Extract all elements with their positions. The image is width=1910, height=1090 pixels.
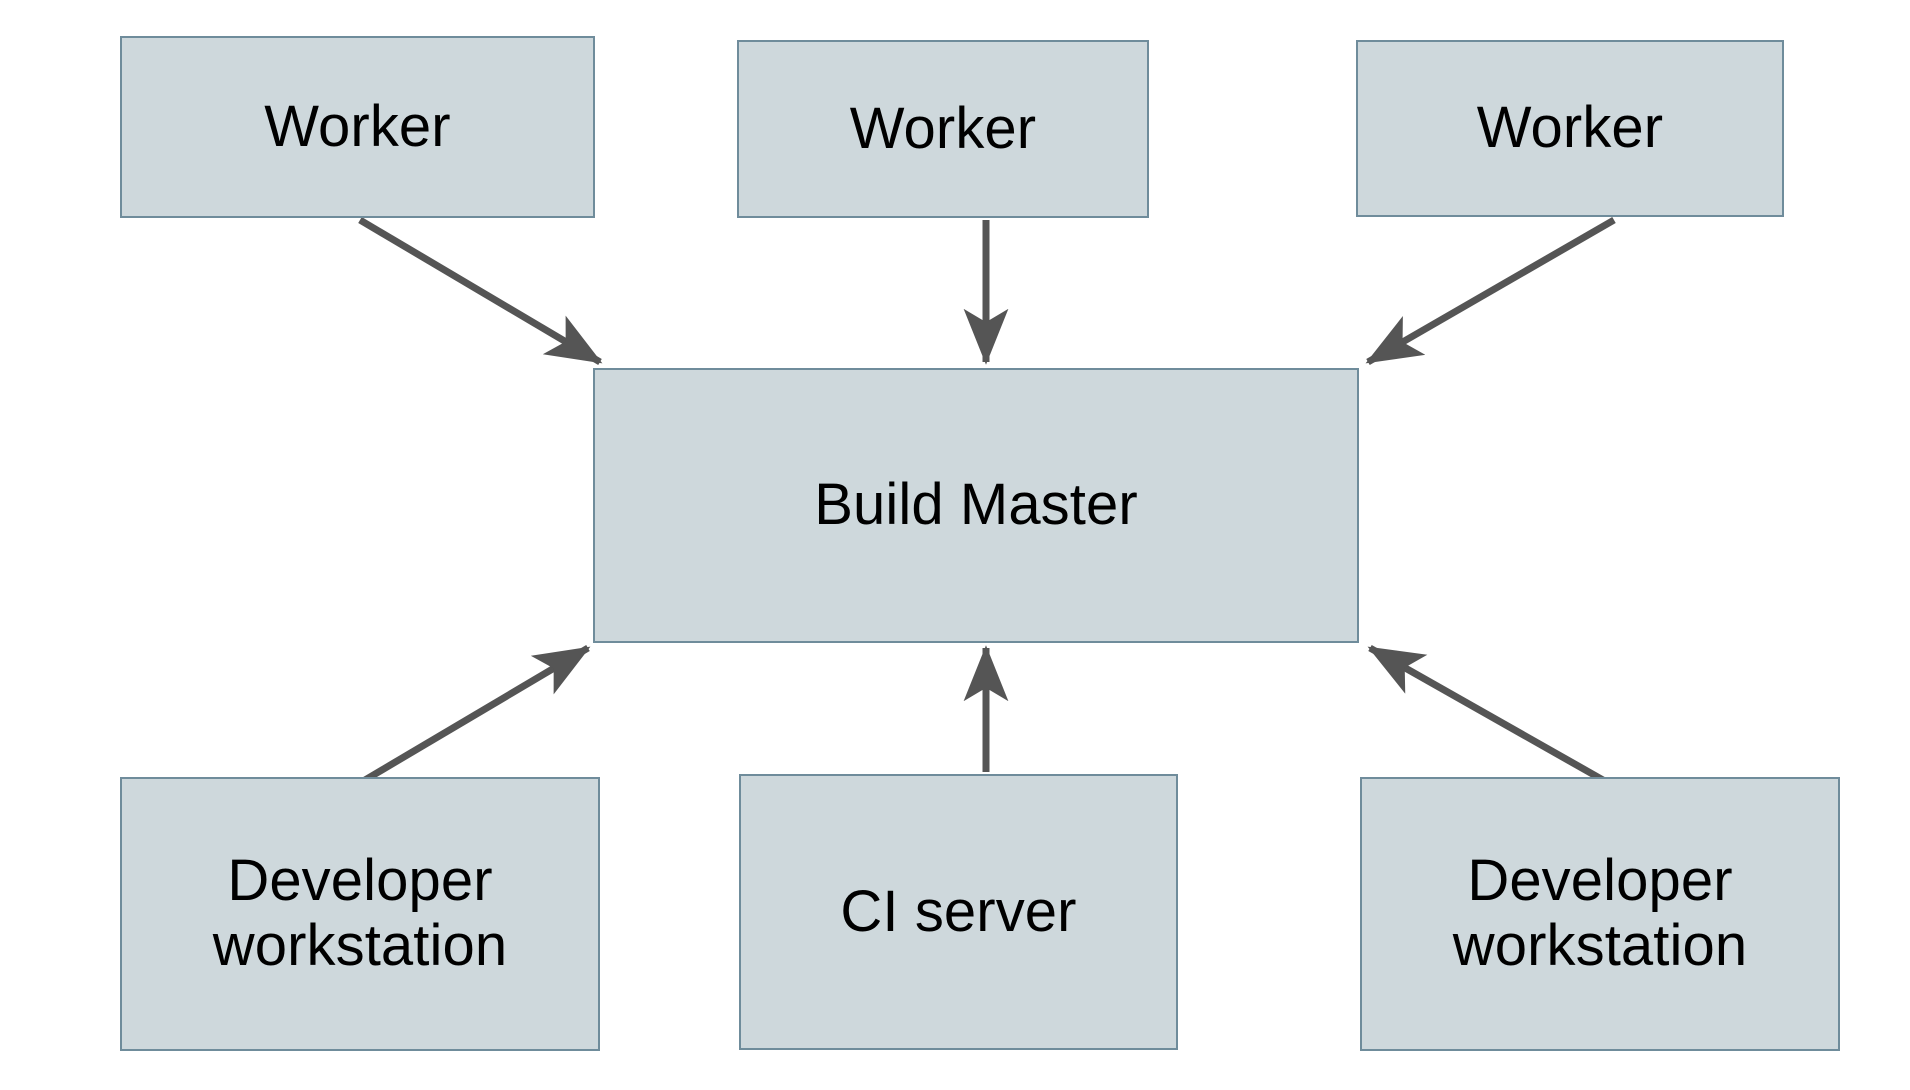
node-build-master[interactable]: Build Master <box>593 368 1359 643</box>
node-dev-workstation-right[interactable]: Developer workstation <box>1360 777 1840 1051</box>
edge-dev-right-to-build-master <box>1367 644 1605 784</box>
node-dev-workstation-left-label: Developer workstation <box>212 848 508 978</box>
node-dev-workstation-left[interactable]: Developer workstation <box>120 777 600 1051</box>
node-worker-1-label: Worker <box>264 93 451 159</box>
node-dev-workstation-right-label: Developer workstation <box>1452 848 1748 978</box>
node-worker-1[interactable]: Worker <box>120 36 595 218</box>
node-build-master-label: Build Master <box>814 472 1138 538</box>
edge-worker-1-to-build-master <box>358 216 603 366</box>
edge-dev-left-to-build-master <box>363 644 591 784</box>
node-worker-3[interactable]: Worker <box>1356 40 1784 217</box>
node-ci-server[interactable]: CI server <box>739 774 1178 1050</box>
node-worker-2[interactable]: Worker <box>737 40 1149 218</box>
node-ci-server-label: CI server <box>840 878 1077 944</box>
node-worker-3-label: Worker <box>1476 95 1664 161</box>
node-worker-2-label: Worker <box>849 95 1037 161</box>
edge-worker-3-to-build-master <box>1365 216 1616 366</box>
